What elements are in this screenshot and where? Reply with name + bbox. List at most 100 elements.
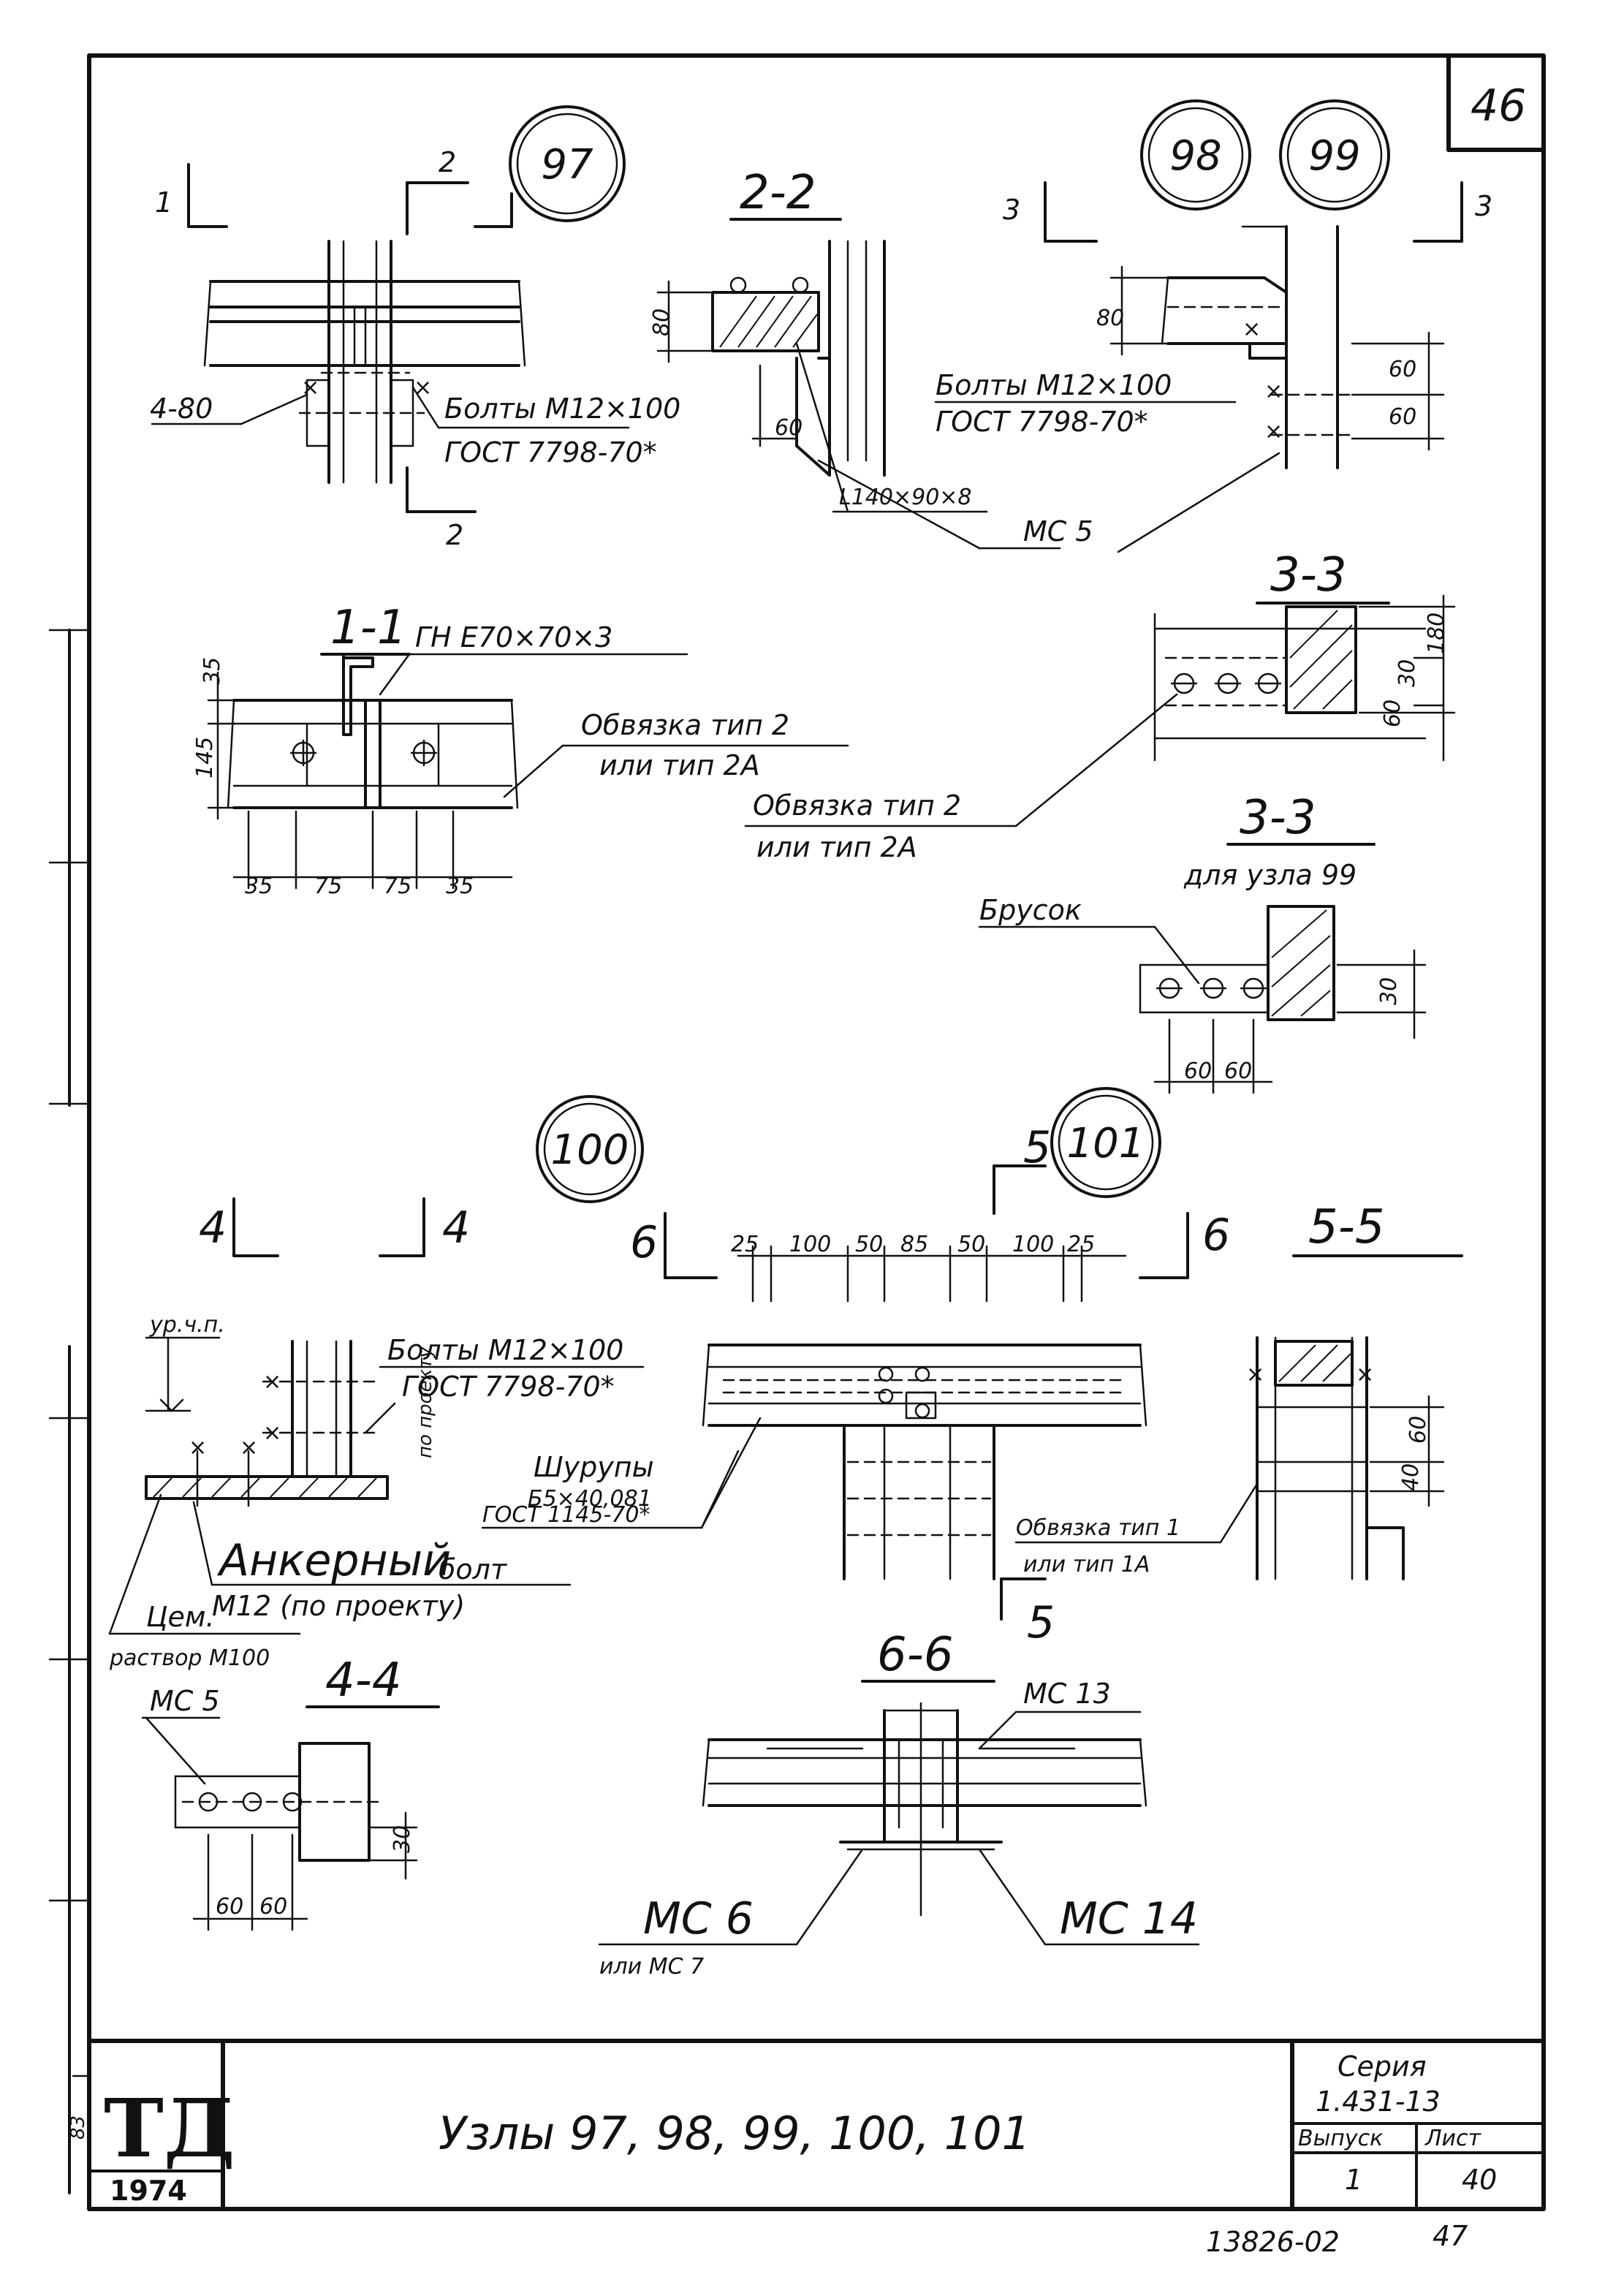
drawing-label: Шурупы	[534, 1451, 654, 1483]
footer-page: 47	[1433, 2220, 1468, 2252]
drawing-label: 100	[1012, 1232, 1054, 1257]
drawing-label: 60	[1389, 404, 1416, 430]
drawing-label: 2-2	[740, 166, 816, 220]
drawing-label: или тип 2А	[756, 831, 917, 863]
node-101-drawing: 5 6 6 25 100 50 85 50 100 25	[481, 1122, 1230, 1648]
drawing-label: раствор М100	[109, 1645, 270, 1671]
drawing-label: ГН Е70×70×3	[415, 621, 612, 653]
drawing-title: Узлы 97, 98, 99, 100, 101	[439, 2107, 1031, 2160]
drawing-label: 35	[245, 874, 273, 899]
node-101-marker: 101	[1050, 1087, 1161, 1198]
node-97-marker: 97	[509, 105, 626, 222]
drawing-label: 4	[442, 1202, 470, 1254]
drawing-label: 5	[1023, 1122, 1051, 1173]
drawing-label: 25	[1067, 1232, 1095, 1257]
drawing-label: 3-3	[1270, 548, 1347, 602]
drawing-label: 60	[259, 1894, 287, 1920]
footer-code: 13826-02	[1206, 2226, 1340, 2258]
drawing-label: Цем.	[146, 1601, 215, 1633]
drawing-label: Обвязка тип 2	[753, 789, 961, 822]
drawing-label: 60	[1224, 1058, 1252, 1084]
drawing-label: Болты М12×100	[444, 393, 680, 425]
drawing-label: МС 5	[150, 1685, 220, 1717]
drawing-label: 180	[1424, 613, 1449, 654]
section-6-6-drawing: 6-6 МС 13 МС 6 или МС 7 МС 14	[598, 1628, 1200, 1979]
drawing-label: ×	[1264, 379, 1283, 404]
node-98-99-drawing: 3 3 × × × 80 60 60 Болты М12	[934, 181, 1492, 553]
drawing-label: Анкерный	[216, 1535, 451, 1586]
drawing-label: 60	[216, 1894, 243, 1920]
drawing-label: ×	[1356, 1362, 1374, 1387]
drawing-label: 50	[957, 1232, 985, 1257]
drawing-label: 80	[1096, 306, 1124, 331]
drawing-label: 2	[439, 146, 456, 178]
drawing-label: 6	[1202, 1210, 1230, 1261]
drawing-label: Болты М12×100	[936, 369, 1172, 401]
drawing-label: 60	[1380, 700, 1405, 727]
drawing-label: 97	[541, 141, 593, 189]
drawing-label: 98	[1169, 132, 1221, 180]
drawing-label: 30	[390, 1825, 415, 1853]
drawing-label: 75	[384, 874, 411, 899]
drawing-label: 145	[192, 737, 218, 778]
title-block: 83 ТД 1974 Узлы 97, 98, 99, 100, 101 Сер…	[67, 2039, 1546, 2211]
drawing-label: ×	[414, 375, 432, 401]
drawing-label: ГОСТ 7798-70*	[444, 436, 657, 469]
drawing-label: 80	[649, 308, 675, 336]
drawing-label: L140×90×8	[839, 485, 972, 510]
drawing-label: 5-5	[1308, 1200, 1385, 1254]
drawing-label: 4-80	[150, 393, 213, 425]
section-2-2-drawing: 2-2 80 60 L140×90×8	[649, 166, 1061, 550]
drawing-label: или тип 2А	[599, 749, 760, 781]
drawing-label: 30	[1376, 977, 1402, 1005]
drawing-label: 6	[630, 1217, 658, 1268]
node-98-marker: 98	[1140, 99, 1251, 211]
drawing-label: ГОСТ 1145-70*	[482, 1502, 650, 1528]
drawing-label: 99	[1308, 132, 1360, 180]
drawing-label: Болты М12×100	[387, 1334, 623, 1366]
drawing-label: ×	[263, 1369, 281, 1395]
section-5-5-drawing: 5-5 × × 60 40 Обвязка тип 1 или тип 1А	[1014, 1200, 1463, 1580]
drawing-label: 35	[446, 874, 474, 899]
section-4-4-drawing: 4-4 МС 5 30 60 60	[141, 1653, 440, 1931]
drawing-label: 3-3	[1240, 791, 1316, 845]
series-label: Серия	[1338, 2050, 1427, 2083]
drawing-label: 60	[1389, 357, 1416, 382]
drawing-label: МС 6	[643, 1893, 754, 1944]
drawing-label: по проекту	[414, 1346, 436, 1458]
series-value: 1.431-13	[1316, 2085, 1441, 2118]
sheet-value: 40	[1462, 2164, 1497, 2196]
drawing-label: ×	[240, 1435, 258, 1460]
drawing-label: 6-6	[877, 1628, 954, 1682]
node-97-drawing: 1 2 2 × × 4-80 Болты М12×1	[150, 146, 680, 551]
drawing-label: ГОСТ 7798-70*	[936, 406, 1148, 438]
drawing-label: 100	[789, 1232, 831, 1257]
sheet-frame	[48, 53, 1546, 2211]
drawing-label: МС 14	[1060, 1893, 1198, 1944]
drawing-label: ×	[263, 1420, 281, 1446]
issue-label: Выпуск	[1298, 2126, 1383, 2151]
node-100-marker: 100	[536, 1095, 644, 1203]
drawing-label: ГОСТ 7798-70*	[402, 1371, 615, 1403]
drawing-label: 3	[1475, 190, 1492, 222]
issue-value: 1	[1345, 2164, 1362, 2196]
drawing-label: МС 13	[1023, 1678, 1111, 1710]
drawing-label: 1	[155, 186, 172, 219]
drawing-label: 1-1	[330, 601, 407, 655]
drawing-label: 4-4	[325, 1653, 402, 1708]
drawing-label: Б5×40,081	[528, 1486, 652, 1512]
section-3-3-node-99-drawing: 3-3 для узла 99 Брусок 30 60 60	[978, 791, 1427, 1094]
year: 1974	[110, 2175, 187, 2207]
drawing-label: для узла 99	[1183, 859, 1357, 891]
drawing-label: 3	[1003, 194, 1020, 226]
drawing-label: 85	[900, 1232, 928, 1257]
drawing-label: Обвязка тип 2	[581, 709, 789, 741]
drawing-label: 101	[1067, 1120, 1145, 1167]
drawing-label: Обвязка тип 1	[1016, 1515, 1180, 1541]
section-3-3-drawing: 3-3 180 30 60 Обвязка тип 2 или тип 2	[744, 548, 1456, 863]
drawing-label: ур.ч.п.	[149, 1312, 225, 1338]
drawing-label: ×	[1246, 1362, 1264, 1387]
top-sheet-number: 46	[1471, 80, 1526, 132]
drawing-label: или МС 7	[599, 1954, 704, 1979]
